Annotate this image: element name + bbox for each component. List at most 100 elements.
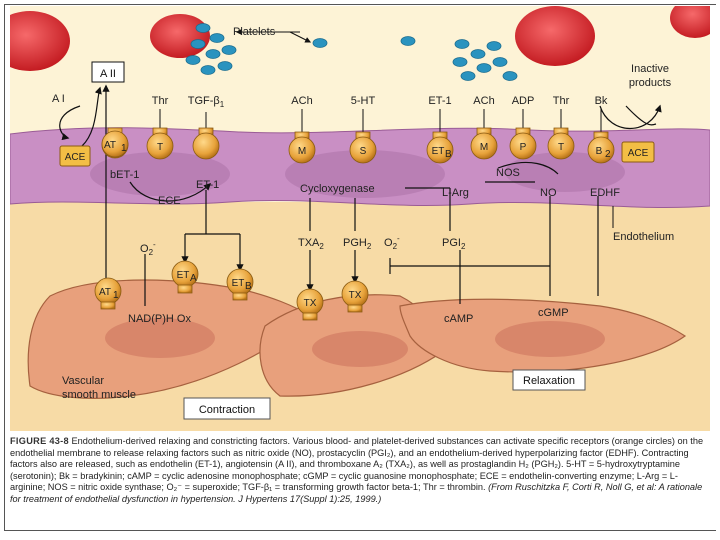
- svg-text:TX: TX: [349, 290, 362, 301]
- relaxation-label: Relaxation: [523, 375, 575, 387]
- endothelium-figure: Platelets: [10, 6, 710, 431]
- platelet: [470, 49, 486, 59]
- receptor-etb-smooth: ET B: [226, 268, 254, 301]
- inactive-products-label-line1: Inactive: [631, 63, 669, 75]
- svg-text:AT: AT: [99, 287, 111, 298]
- receptor-m-right: M: [470, 127, 498, 160]
- inactive-products-label-line2: products: [629, 77, 672, 89]
- ace-right-label: ACE: [628, 148, 649, 159]
- aii-label: A II: [100, 68, 116, 80]
- platelet: [400, 36, 416, 46]
- ace-enzyme-right: [621, 141, 655, 163]
- pgh2-label: PGH2: [343, 237, 372, 251]
- svg-text:B: B: [445, 149, 452, 160]
- tgf-beta1-label: TGF-β1: [188, 95, 225, 109]
- svg-text:ET: ET: [177, 270, 190, 281]
- ace-left-label: ACE: [65, 152, 86, 163]
- superoxide-label-right: O2-: [384, 234, 400, 251]
- bk-to-inactive-arrow: [599, 104, 662, 129]
- ach-label-right: ACh: [473, 95, 494, 107]
- relaxation-box: [512, 369, 586, 391]
- platelet: [454, 39, 470, 49]
- platelet: [486, 41, 502, 51]
- svg-text:TX: TX: [304, 298, 317, 309]
- receptor-t-right: T: [547, 127, 575, 160]
- thr-label: Thr: [152, 95, 169, 107]
- platelet: [312, 38, 328, 48]
- txa2-label: TXA2: [298, 237, 324, 251]
- platelet: [185, 55, 201, 65]
- ach-label-left: ACh: [291, 95, 312, 107]
- platelet-cluster: [185, 23, 518, 81]
- svg-text:B: B: [596, 146, 603, 157]
- receptor-at1-endothelial: AT 1: [101, 127, 129, 159]
- ace-to-aii-arrow: [81, 86, 102, 147]
- frame-left-rule: [4, 4, 5, 530]
- red-blood-cell: [10, 11, 70, 71]
- cgmp-label: cGMP: [538, 307, 569, 319]
- svg-text:1: 1: [121, 143, 127, 154]
- ace-enzyme-left: [59, 145, 91, 167]
- superoxide-label-left: O2-: [140, 240, 156, 257]
- frame-bottom-rule: [4, 530, 716, 531]
- platelet: [460, 71, 476, 81]
- red-blood-cell: [515, 6, 595, 66]
- receptor-s: S: [349, 131, 377, 164]
- adp-label: ADP: [512, 95, 535, 107]
- bet1-to-et1-arrow: [129, 181, 212, 202]
- red-blood-cell: [150, 14, 210, 58]
- no-label: NO: [540, 187, 557, 199]
- cycloxygenase-label: Cycloxygenase: [300, 183, 375, 195]
- svg-text:A: A: [190, 273, 197, 284]
- platelet: [502, 71, 518, 81]
- platelet: [195, 23, 211, 33]
- et1-label-mid: ET-1: [196, 179, 219, 191]
- larg-label: L-Arg: [442, 187, 469, 199]
- platelets-pointer-right: [289, 31, 312, 43]
- aii-box: [91, 61, 125, 83]
- receptor-tgf: [192, 127, 220, 160]
- receptor-p: P: [509, 127, 537, 160]
- bk-label: Bk: [595, 95, 608, 107]
- figure-number: FIGURE 43-8: [10, 436, 69, 446]
- platelets-label: Platelets: [233, 26, 276, 38]
- ai-label: A I: [52, 93, 65, 105]
- platelet: [492, 57, 508, 67]
- receptor-eta: ET A: [171, 260, 199, 294]
- frame-top-rule: [4, 4, 716, 5]
- receptor-t-left: T: [146, 127, 174, 160]
- smooth-muscle-nucleus: [495, 321, 605, 357]
- platelet: [209, 33, 225, 43]
- caption-citation: (From Ruschitzka F, Corti R, Noll G, et …: [10, 482, 703, 504]
- vascular-smooth-muscle-label-line2: smooth muscle: [62, 389, 136, 401]
- receptor-m-left: M: [288, 131, 316, 164]
- ece-label: ECE: [158, 195, 181, 207]
- platelet: [200, 65, 216, 75]
- figure-caption: FIGURE 43-8 Endothelium-derived relaxing…: [10, 436, 710, 505]
- svg-text:M: M: [480, 142, 488, 153]
- svg-text:ET: ET: [432, 146, 445, 157]
- red-blood-cell: [670, 6, 710, 38]
- edhf-label: EDHF: [590, 187, 620, 199]
- platelet: [190, 39, 206, 49]
- svg-text:1: 1: [113, 290, 119, 301]
- svg-text:T: T: [558, 142, 564, 153]
- svg-text:AT: AT: [104, 140, 116, 151]
- contraction-box: [183, 397, 271, 420]
- et1-label-top: ET-1: [428, 95, 451, 107]
- smooth-muscle-nucleus: [105, 318, 215, 358]
- svg-text:T: T: [157, 142, 163, 153]
- platelet: [221, 45, 237, 55]
- platelet: [205, 49, 221, 59]
- receptor-etb-endothelial: ET B: [426, 131, 454, 164]
- vascular-smooth-muscle-label-line1: Vascular: [62, 375, 104, 387]
- platelet: [217, 61, 233, 71]
- svg-text:2: 2: [605, 149, 611, 160]
- pgi2-label: PGI2: [442, 237, 466, 251]
- endothelial-nucleus: [90, 152, 230, 196]
- svg-text:S: S: [360, 146, 367, 157]
- svg-text:B: B: [245, 281, 252, 292]
- receptor-b2: B 2: [587, 131, 615, 164]
- receptor-tx-right: TX: [341, 280, 369, 313]
